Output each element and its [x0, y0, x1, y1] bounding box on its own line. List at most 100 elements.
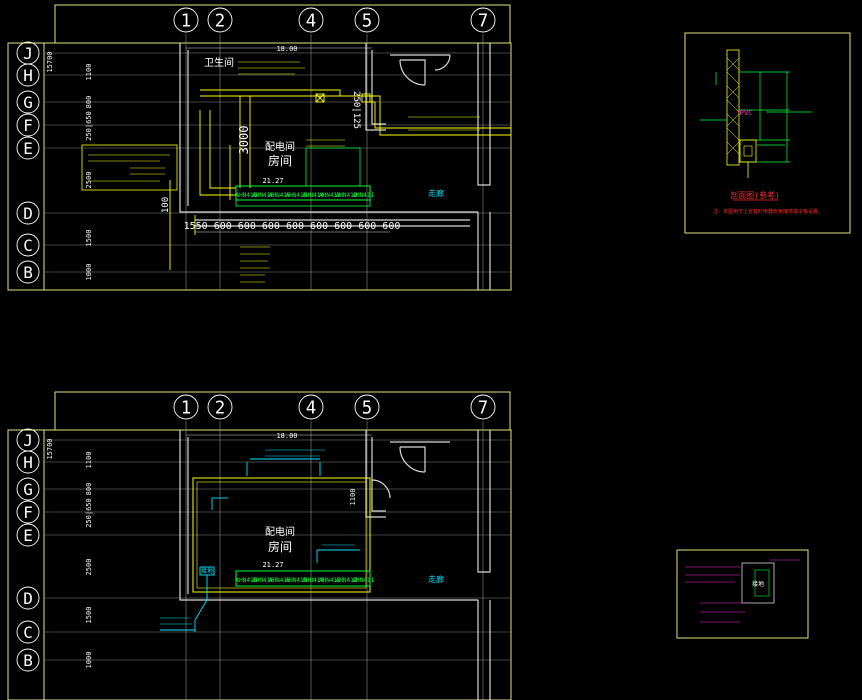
plan-bottom-room-name: 配电间	[265, 525, 295, 538]
plan-bottom-walls	[179, 430, 491, 700]
detail-bottom	[676, 549, 809, 639]
plan-bottom-vdim-4: 2500	[85, 559, 93, 576]
plan-top-cable-routes	[169, 89, 511, 270]
plan-top-room-outline	[306, 147, 361, 186]
plan-bottom-ground-loop-inner	[196, 481, 367, 589]
plan-top-row-axis-F: F	[23, 116, 33, 135]
detail-bottom-leaders	[685, 559, 800, 623]
plan-bottom-vdim-5: 1500	[85, 607, 93, 624]
plan-bottom-col-axis-5: 5	[362, 399, 372, 419]
plan-bottom-col-axis-4: 4	[306, 399, 316, 419]
plan-bottom-vdim-3: 250|650	[85, 498, 93, 528]
plan-top-row-axis-D: D	[23, 204, 33, 223]
plan-bottom-vdim-6: 1000	[85, 652, 93, 669]
plan-bottom-cabinet-6: AHN412	[336, 577, 358, 584]
plan-top-cabinet-4: AHN414	[302, 192, 324, 199]
detail-top-title: 剖面图(参考)	[730, 190, 780, 200]
plan-top-row-axis-C-bubble	[16, 233, 40, 257]
plan-bottom-room-name2: 房间	[268, 539, 292, 554]
detail-bottom-label: 接地	[752, 580, 764, 588]
plan-bottom-cabinet-1: AHN416	[252, 577, 274, 584]
plan-bottom-row-axis-F: F	[23, 503, 33, 522]
plan-top-row-axis-G-bubble	[16, 90, 40, 114]
plan-top-row-axis-D-bubble	[16, 201, 40, 225]
plan-bottom-col-axis-4-bubble	[298, 394, 324, 420]
plan-top-spacing: 250|125	[351, 91, 361, 129]
plan-top-right-label: 走廊	[428, 188, 444, 198]
plan-bottom-row-axis-E: E	[23, 526, 33, 545]
plan-bottom-row-axis-C: C	[23, 623, 33, 642]
plan-bottom-cabinet-2: AHN416	[269, 577, 291, 584]
plan-bottom-cabinets	[235, 570, 371, 587]
plan-top-row-axis-E: E	[23, 139, 33, 158]
plan-top-row-axis-B-bubble	[16, 260, 40, 284]
plan-top-cabinet-pad	[235, 199, 371, 207]
plan-top-vdim-6: 1000	[85, 264, 93, 281]
plan-bottom-row-axis-J: J	[23, 431, 33, 450]
plan-top-col-axis-7-bubble	[470, 7, 496, 33]
plan-bottom-box-label: 接地	[201, 567, 213, 575]
plan-bottom-door-dim: 1100	[349, 489, 357, 506]
plan-bottom-cabinet-5: AHN413	[319, 577, 341, 584]
plan-bottom-row-axis-B: B	[23, 651, 33, 670]
plan-top-col-axis-5-bubble	[354, 7, 380, 33]
detail-top-note: 注：本图用于上安装时电器专用接地端子板设置。	[713, 208, 823, 215]
plan-bottom-right-label: 走廊	[428, 574, 444, 584]
plan-bottom-vdim-2: 800	[85, 483, 93, 496]
plan-top-vdim-1: 1100	[85, 64, 93, 81]
detail-top-frame	[684, 32, 851, 234]
detail-bottom-frame	[676, 549, 809, 639]
detail-bottom-box	[741, 562, 775, 604]
plan-top-row-axis-B: B	[23, 263, 33, 282]
plan-bottom-col-axis-5-bubble	[354, 394, 380, 420]
plan-top-annotations	[238, 61, 480, 283]
plan-top-col-axis-4: 4	[306, 12, 316, 32]
plan-top-col-axis-2: 2	[215, 12, 225, 32]
plan-bottom-elevation: 21.27	[262, 561, 283, 569]
plan-bottom-row-axis-H-bubble	[16, 450, 40, 474]
plan-bottom-row-axis-G: G	[23, 480, 33, 499]
plan-bottom-col-axis-7-bubble	[470, 394, 496, 420]
plan-top-bottom-dims: 1550 600 600 600 600 600 600 600 600	[184, 221, 401, 232]
plan-top-cabinet-6: AHN412	[336, 192, 358, 199]
plan-bottom-cabinet-7: AHN411	[352, 577, 374, 584]
plan-top-elevation: 21.27	[262, 177, 283, 185]
plan-top-row-axis-G: G	[23, 93, 33, 112]
plan-bottom-cabinet-0: AHN415	[236, 577, 258, 584]
plan-bottom-col-axis-2-bubble	[207, 394, 233, 420]
plan-top-vdim-5: 1500	[85, 230, 93, 247]
plan-top-room-name: 配电间	[265, 140, 295, 153]
plan-top-col-axis-5: 5	[362, 12, 372, 32]
plan-top-row-axis-H: H	[23, 66, 33, 85]
plan-bottom-vdim-1: 1100	[85, 452, 93, 469]
plan-top-note-box	[81, 144, 178, 191]
plan-bottom-col-axis-1-bubble	[173, 394, 199, 420]
plan-top-row-axis-J: J	[23, 44, 33, 63]
plan-bottom-row-axis-G-bubble	[16, 477, 40, 501]
plan-bottom-row-axis-D: D	[23, 589, 33, 608]
plan-bottom-frame-top	[54, 391, 511, 431]
plan-top-cabinet-3: AHN415	[286, 192, 308, 199]
plan-top-grid-cols	[185, 34, 484, 290]
plan-top-vdim-3: 250|650	[85, 111, 93, 141]
plan-bottom-row-axis-D-bubble	[16, 586, 40, 610]
plan-top-col-axis-7: 7	[478, 12, 488, 32]
plan-bottom-row-axis-H: H	[23, 453, 33, 472]
plan-bottom-grid-rows	[44, 439, 511, 661]
plan-top-cabinet-1: AHN416	[252, 192, 274, 199]
plan-top-row-axis-H-bubble	[16, 63, 40, 87]
plan-top-cabinet-2: AHN416	[269, 192, 291, 199]
plan-top-grid-rows	[44, 52, 511, 273]
detail-top-wall	[726, 49, 740, 166]
plan-top-cabinet-0: AHN415	[236, 192, 258, 199]
plan-top-row-axis-E-bubble	[16, 136, 40, 160]
plan-top-row-axis-F-bubble	[16, 113, 40, 137]
plan-top-cabinet-7: AHN411	[352, 192, 374, 199]
plan-top-col-axis-2-bubble	[207, 7, 233, 33]
plan-bottom-cabinet-4: AHN414	[302, 577, 324, 584]
plan-top-nearby-label: 卫生间	[204, 56, 234, 69]
plan-top-top-dim: 18.00	[276, 45, 297, 53]
plan-top-room-name2: 房间	[268, 153, 292, 168]
